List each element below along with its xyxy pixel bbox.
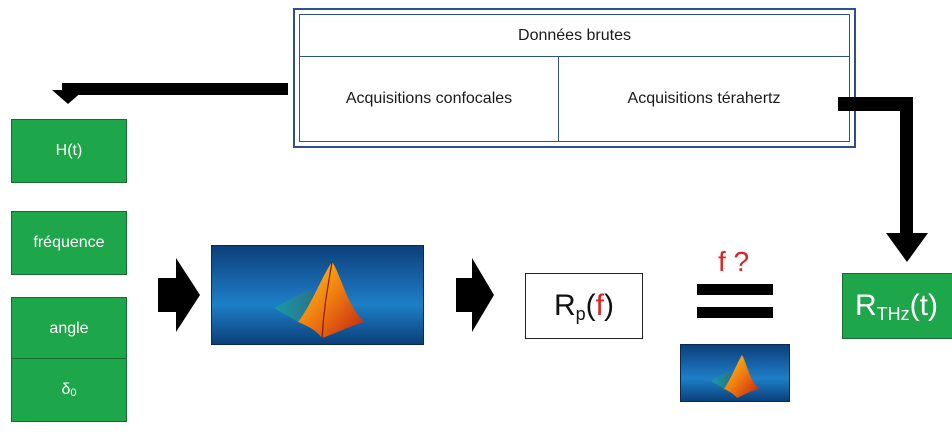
rp-base: R xyxy=(553,289,576,322)
arrow-matlab-to-rp-icon xyxy=(456,258,494,332)
param-frequency: fréquence xyxy=(11,211,127,275)
matlab-logo-icon xyxy=(274,261,364,339)
arrow-to-params-icon xyxy=(52,83,288,104)
frequency-question: f ? xyxy=(718,246,750,277)
rthz-subscript: THz xyxy=(876,303,910,324)
delta-subscript: 0 xyxy=(70,387,77,399)
raw-data-header: Données brutes xyxy=(300,15,849,57)
confocal-acquisitions-cell: Acquisitions confocales xyxy=(300,57,559,141)
rp-close-paren: ) xyxy=(604,289,615,322)
arrow-to-rthz-icon xyxy=(838,97,928,262)
raw-data-table-inner: Données brutes Acquisitions confocales A… xyxy=(299,14,850,142)
matlab-panel-large xyxy=(211,245,424,345)
matlab-panel-small xyxy=(680,344,790,402)
matlab-logo-small-icon xyxy=(711,355,759,398)
rthz-argument: (t) xyxy=(909,289,938,322)
delta-symbol: δ xyxy=(61,381,71,398)
raw-data-table: Données brutes Acquisitions confocales A… xyxy=(293,8,856,148)
arrow-params-to-matlab-icon xyxy=(158,258,200,332)
equals-icon xyxy=(697,284,773,318)
terahertz-acquisitions-cell: Acquisitions térahertz xyxy=(627,90,781,107)
param-angle: angle xyxy=(11,297,127,361)
rthz-base: R xyxy=(855,289,877,322)
rp-variable: f xyxy=(595,289,605,322)
rp-subscript: p xyxy=(575,303,586,324)
param-h-t: H(t) xyxy=(11,119,127,183)
rp-open-paren: ( xyxy=(585,289,596,322)
